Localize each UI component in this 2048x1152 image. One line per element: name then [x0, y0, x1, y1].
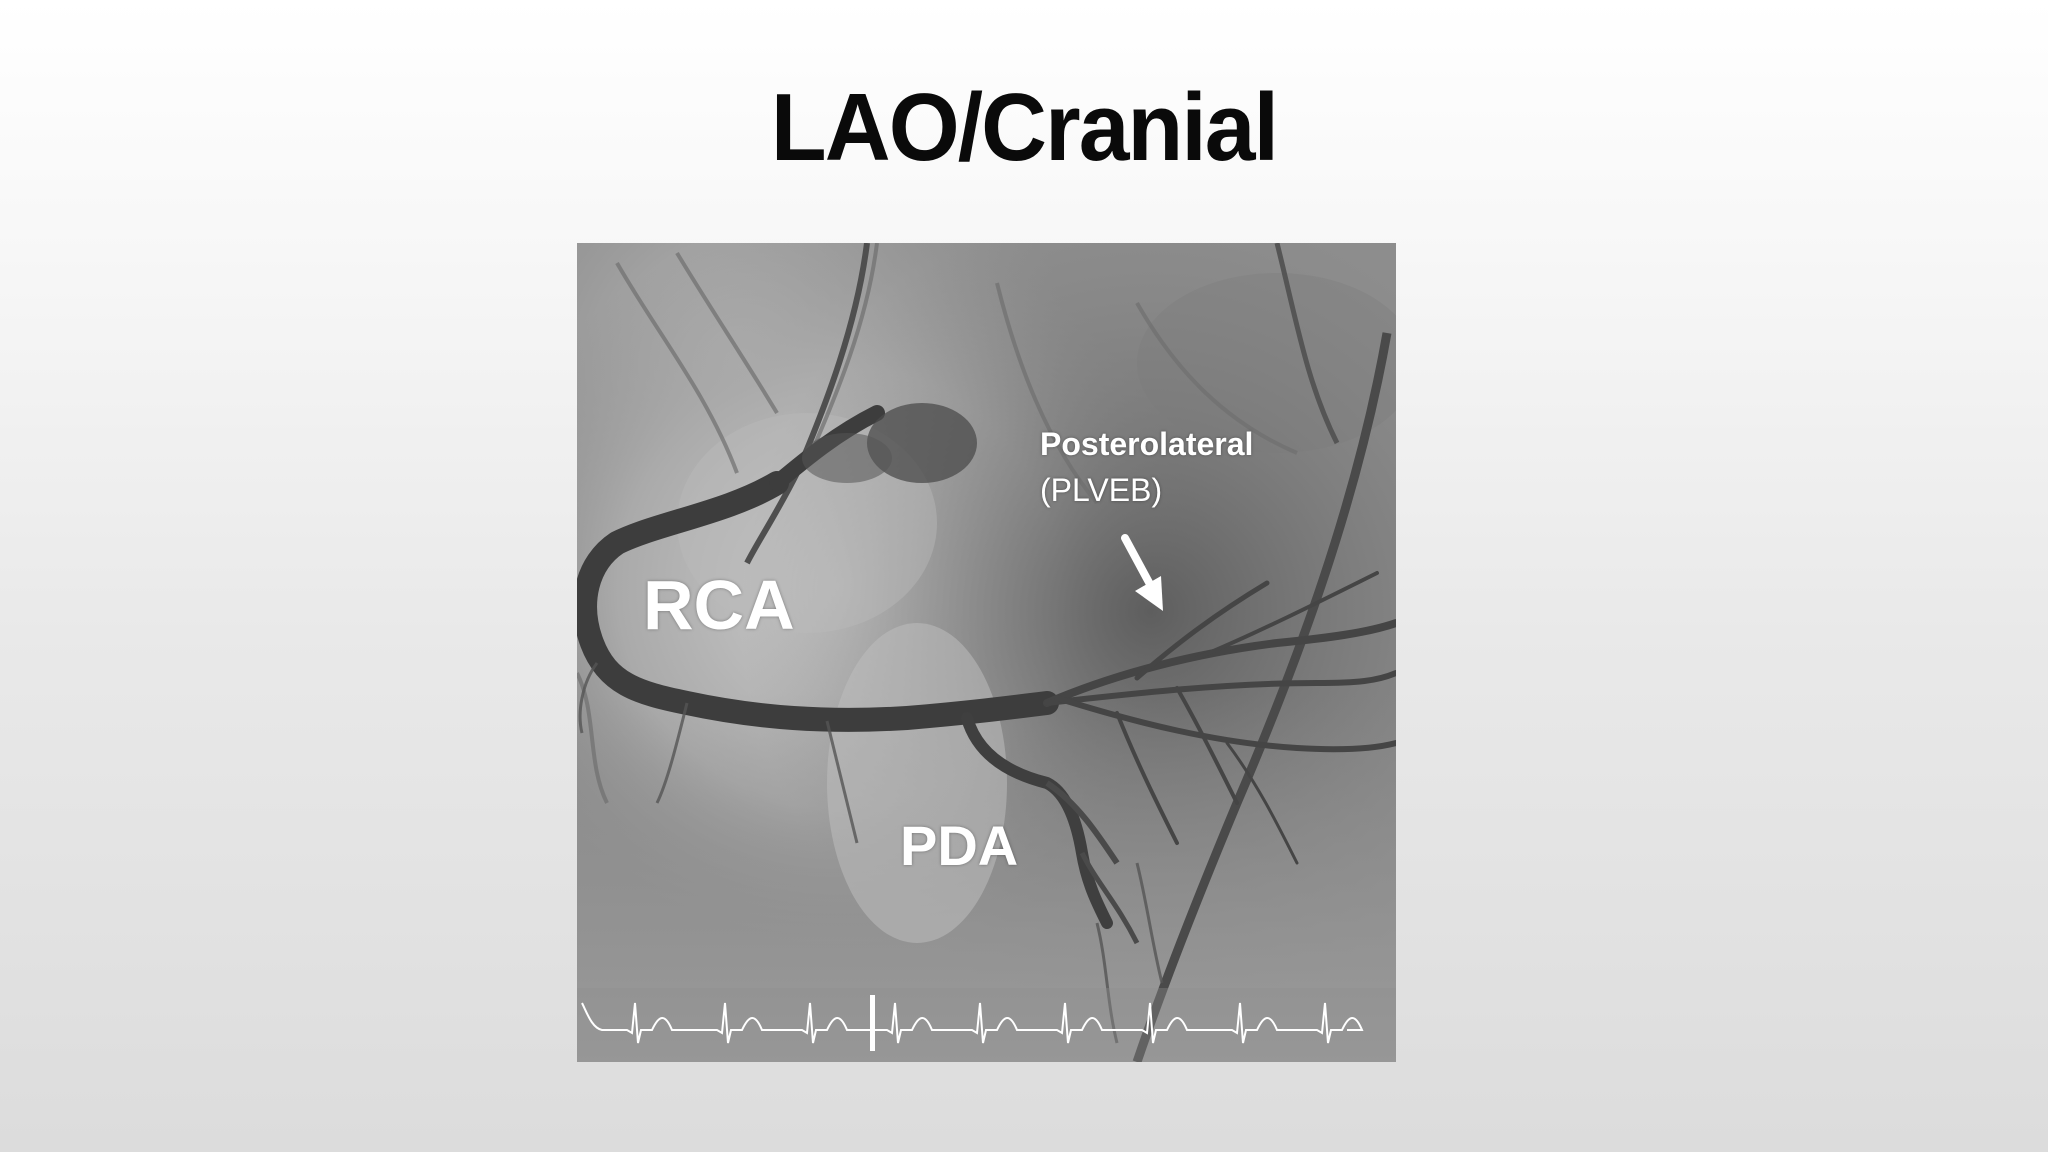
- slide-title: LAO/Cranial: [770, 74, 1279, 181]
- pda-label: PDA: [900, 814, 1019, 877]
- angiogram-image: RCA PDA Posterolateral (PLVEB): [577, 243, 1396, 1062]
- rca-label: RCA: [643, 566, 795, 644]
- ecg-trace: [577, 988, 1396, 1062]
- posterolateral-label-line2: (PLVEB): [1040, 472, 1163, 508]
- posterolateral-label: Posterolateral (PLVEB): [1040, 421, 1253, 513]
- arrow-icon: [1121, 534, 1163, 611]
- angiogram-figure: [577, 243, 1396, 1062]
- posterolateral-label-line1: Posterolateral: [1040, 426, 1254, 462]
